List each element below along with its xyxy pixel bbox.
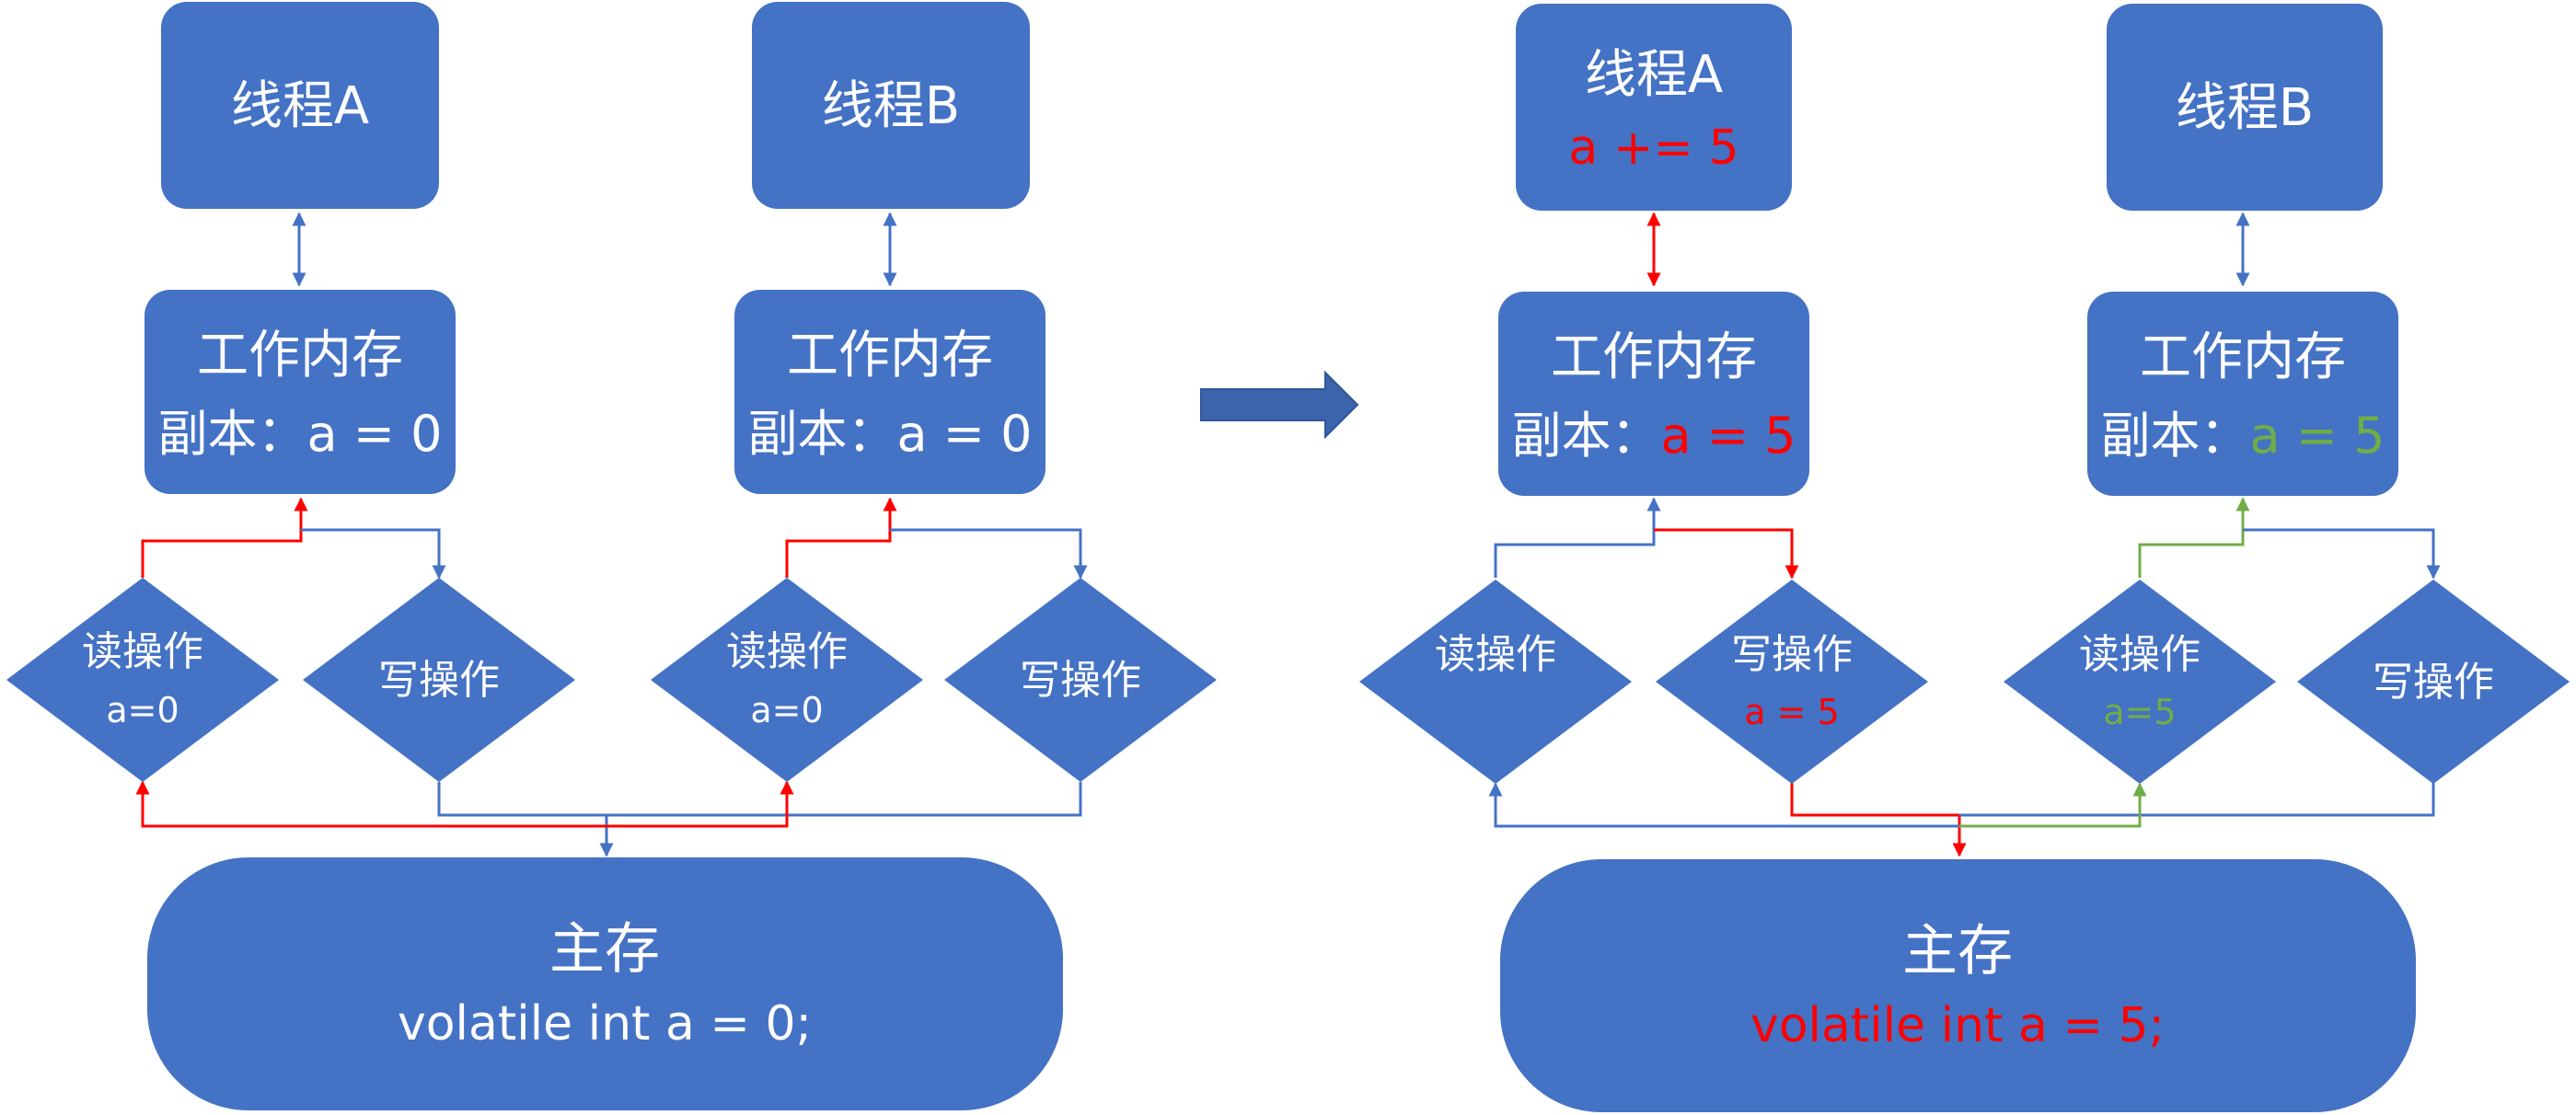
left-write-a-label: 写操作 bbox=[378, 657, 500, 704]
left-main-mem-title: 主存 bbox=[549, 917, 660, 982]
right-write-a: 写操作 a = 5 bbox=[1656, 580, 1928, 784]
left-work-mem-b: 工作内存 副本：a = 0 bbox=[734, 290, 1045, 494]
right-thread-a: 线程A a += 5 bbox=[1516, 4, 1792, 211]
left-read-b-value: a=0 bbox=[750, 690, 823, 730]
right-main-to-read-a bbox=[1488, 782, 1959, 828]
left-thread-b: 线程B bbox=[752, 2, 1030, 209]
right-read-a: 读操作 bbox=[1359, 580, 1632, 784]
left-read-b-to-mem-b bbox=[785, 497, 897, 578]
left-read-a-label: 读操作 bbox=[82, 628, 203, 675]
left-thread-a-title: 线程A bbox=[231, 76, 369, 136]
left-read-a: 读操作 a=0 bbox=[6, 578, 279, 782]
right-thread-b-title: 线程B bbox=[2176, 78, 2314, 138]
left-work-mem-a-copy: 副本：a = 0 bbox=[157, 405, 442, 463]
right-write-b-label: 写操作 bbox=[2373, 659, 2494, 706]
right-thread-a-op: a += 5 bbox=[1568, 121, 1739, 176]
left-work-mem-a: 工作内存 副本：a = 0 bbox=[144, 290, 456, 494]
left-read-a-value: a=0 bbox=[106, 690, 179, 730]
right-main-mem: 主存 volatile int a = 5; bbox=[1500, 859, 2416, 1112]
right-main-to-read-b bbox=[1959, 782, 2147, 828]
left-read-b: 读操作 a=0 bbox=[651, 578, 923, 782]
right-connectors bbox=[1488, 212, 2441, 857]
left-connectors bbox=[135, 212, 1088, 857]
left-write-a: 写操作 bbox=[303, 578, 575, 782]
right-read-a-label: 读操作 bbox=[1435, 631, 1556, 678]
right-mem-a-to-write-a bbox=[1654, 528, 1799, 580]
right-main-mem-code: volatile int a = 5; bbox=[1750, 998, 2165, 1053]
left-work-mem-b-title: 工作内存 bbox=[787, 326, 993, 385]
left-write-b-label: 写操作 bbox=[1020, 657, 1141, 704]
left-main-mem: 主存 volatile int a = 0; bbox=[147, 857, 1063, 1110]
left-write-b: 写操作 bbox=[944, 578, 1217, 782]
right-read-b-label: 读操作 bbox=[2079, 631, 2201, 678]
left-thread-a: 线程A bbox=[161, 2, 439, 209]
right-read-b-to-mem-b bbox=[2138, 497, 2250, 578]
right-read-b-value: a=5 bbox=[2103, 692, 2176, 732]
right-write-b-to-main bbox=[1959, 782, 2435, 817]
left-main-to-read-b bbox=[606, 780, 794, 828]
right-main-mem-title: 主存 bbox=[1902, 919, 2013, 983]
left-main-mem-code: volatile int a = 0; bbox=[398, 996, 812, 1052]
right-read-a-to-mem-a bbox=[1494, 497, 1661, 578]
right-thread-b: 线程B bbox=[2107, 4, 2383, 211]
left-work-mem-b-copy: 副本：a = 0 bbox=[747, 405, 1032, 463]
left-read-a-to-mem-a bbox=[141, 497, 308, 578]
right-write-b: 写操作 bbox=[2297, 580, 2570, 784]
right-work-mem-b-copy: 副本：a = 5 bbox=[2100, 407, 2385, 465]
right-mem-b-to-write-b bbox=[2243, 528, 2441, 580]
right-thread-a-title: 线程A bbox=[1585, 45, 1723, 105]
right-write-a-to-main bbox=[1790, 782, 1967, 857]
left-mem-a-to-write-a bbox=[301, 528, 446, 580]
left-read-b-label: 读操作 bbox=[726, 628, 848, 675]
left-diagram: 线程A 线程B 工作内存 副本：a = 0 工作内存 副本：a = 0 读操作 … bbox=[6, 2, 1217, 1110]
left-mem-b-to-write-b bbox=[890, 528, 1088, 580]
right-diagram: 线程A a += 5 线程B 工作内存 副本：a = 5 工作内存 副本：a =… bbox=[1359, 4, 2570, 1112]
left-work-mem-a-title: 工作内存 bbox=[197, 326, 403, 385]
left-write-b-to-main bbox=[606, 782, 1082, 817]
right-write-a-label: 写操作 bbox=[1731, 631, 1853, 678]
right-work-mem-b: 工作内存 副本：a = 5 bbox=[2087, 292, 2398, 496]
right-write-a-value: a = 5 bbox=[1744, 692, 1839, 732]
right-work-mem-a-copy: 副本：a = 5 bbox=[1511, 407, 1796, 465]
right-work-mem-a-title: 工作内存 bbox=[1551, 328, 1757, 387]
right-work-mem-a: 工作内存 副本：a = 5 bbox=[1498, 292, 1809, 496]
right-arrow-icon bbox=[1200, 370, 1359, 440]
right-read-b: 读操作 a=5 bbox=[2004, 580, 2276, 784]
left-write-a-to-main bbox=[437, 782, 614, 857]
left-thread-b-title: 线程B bbox=[822, 76, 960, 136]
right-work-mem-b-title: 工作内存 bbox=[2140, 328, 2346, 387]
left-main-to-read-a bbox=[135, 780, 606, 828]
